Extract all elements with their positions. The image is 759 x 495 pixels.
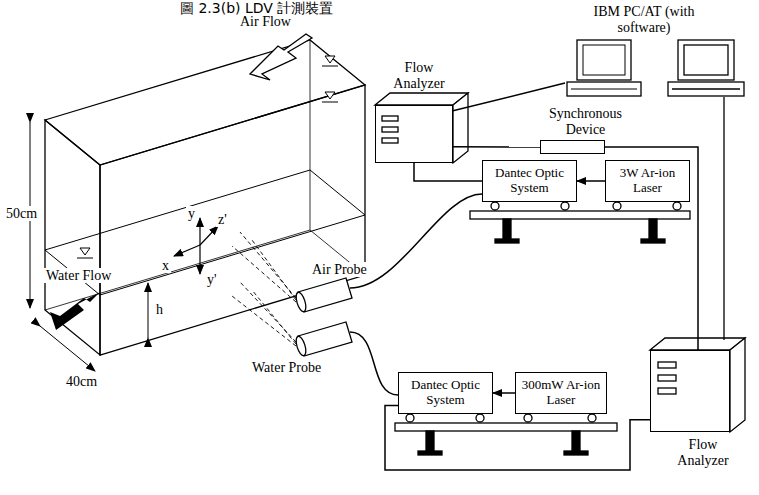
laser-box: 300mW Ar-ion Laser	[515, 372, 607, 414]
optic-system: Dantec Optic System	[398, 372, 493, 414]
connector	[493, 392, 515, 394]
sync-device: Synchronous Device	[540, 140, 605, 154]
figure-label: 50cm	[4, 206, 39, 221]
coordinate-axes	[174, 218, 218, 274]
analyzer-housing	[375, 93, 745, 432]
laser-box: 3W Ar-ion Laser	[605, 160, 690, 202]
figure-label: Air Flow	[238, 14, 293, 29]
flow-analyzer: Flow Analyzer	[375, 105, 453, 163]
water-surface-symbol	[77, 56, 338, 258]
optic-system: Dantec Optic System	[482, 160, 577, 202]
node-label: 3W Ar-ion Laser	[609, 166, 686, 196]
second-computer	[668, 40, 744, 96]
node-heading: Synchronous Device	[538, 106, 634, 138]
flow-analyzer: Flow Analyzer	[650, 350, 730, 432]
figure-label: z'	[216, 212, 229, 227]
laser-beams	[232, 232, 296, 346]
optical-bench	[395, 202, 690, 455]
node-label: Dantec Optic System	[486, 166, 573, 196]
water-tank	[45, 40, 365, 355]
connector	[414, 163, 482, 181]
dimension-arrows	[30, 122, 148, 371]
connector	[605, 147, 698, 350]
connector	[453, 146, 540, 148]
figure-label: 40cm	[64, 374, 99, 389]
figure-label: y	[186, 206, 197, 221]
node-heading: Flow Analyzer	[663, 437, 743, 469]
connector	[577, 180, 605, 182]
connector	[385, 406, 650, 470]
figure-label: h	[154, 302, 165, 317]
computer: IBM PC/AT (with software)	[565, 38, 643, 98]
figure-label: Air Probe	[310, 262, 369, 277]
connector	[453, 83, 565, 111]
computer-cable	[723, 97, 724, 340]
figure-label: Water Probe	[250, 360, 323, 375]
water-flow-arrow	[50, 292, 100, 330]
figure-label: Water Flow	[44, 268, 113, 283]
air-flow-arrow	[250, 34, 312, 80]
node-label: Dantec Optic System	[402, 378, 489, 408]
probes	[294, 278, 352, 357]
node-heading: Flow Analyzer	[383, 60, 455, 92]
probe-cables	[350, 194, 482, 395]
computer-icon	[565, 38, 643, 98]
figure-label: y'	[205, 272, 219, 287]
node-heading: IBM PC/AT (with software)	[592, 4, 696, 36]
node-label: 300mW Ar-ion Laser	[519, 378, 603, 408]
figure-label: x	[160, 258, 171, 273]
